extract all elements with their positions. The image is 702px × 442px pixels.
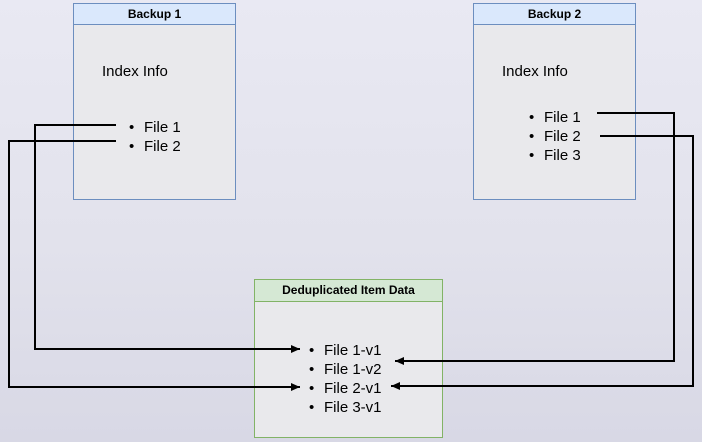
backup1-file-2: File 2	[129, 137, 181, 156]
backup2-title: Backup 2	[474, 4, 635, 25]
backup1-box: Backup 1 Index Info File 1 File 2	[73, 3, 236, 200]
backup1-title: Backup 1	[74, 4, 235, 25]
backup2-file-1: File 1	[529, 108, 581, 127]
backup2-file-list: File 1 File 2 File 3	[529, 108, 581, 165]
backup2-file-2: File 2	[529, 127, 581, 146]
backup1-file-1: File 1	[129, 118, 181, 137]
dedup-item-list: File 1-v1 File 1-v2 File 2-v1 File 3-v1	[309, 341, 382, 417]
dedup-item-file2-v1: File 2-v1	[309, 379, 382, 398]
dedup-item-file3-v1: File 3-v1	[309, 398, 382, 417]
backup1-file-list: File 1 File 2	[129, 118, 181, 156]
backup2-file-3: File 3	[529, 146, 581, 165]
dedup-item-file1-v1: File 1-v1	[309, 341, 382, 360]
backup2-index-info-label: Index Info	[502, 63, 568, 80]
dedup-title: Deduplicated Item Data	[255, 280, 442, 302]
dedup-item-file1-v2: File 1-v2	[309, 360, 382, 379]
dedup-box: Deduplicated Item Data File 1-v1 File 1-…	[254, 279, 443, 438]
backup1-index-info-label: Index Info	[102, 63, 168, 80]
backup2-box: Backup 2 Index Info File 1 File 2 File 3	[473, 3, 636, 200]
